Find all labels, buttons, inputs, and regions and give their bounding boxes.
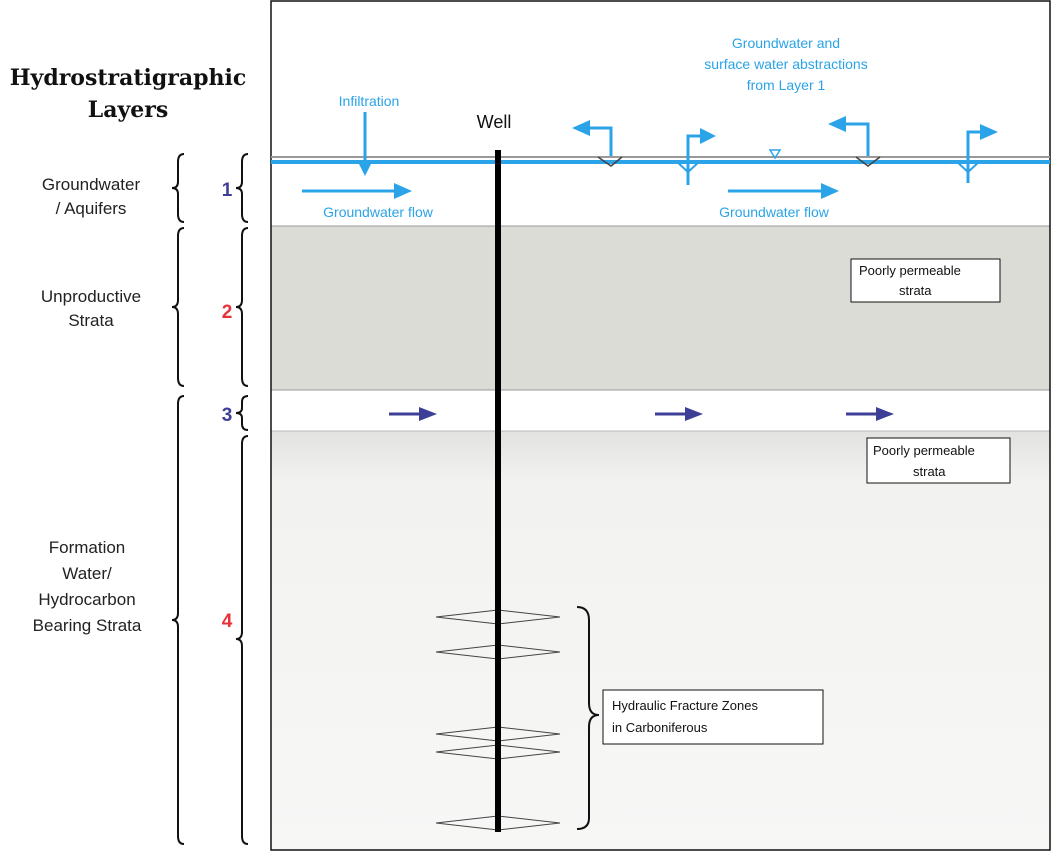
layer-3-flow-arrow <box>655 407 703 421</box>
fracture-zone <box>435 644 561 660</box>
abstractions-label-line-3: from Layer 1 <box>747 77 826 93</box>
abstraction-arrowhead <box>980 124 998 140</box>
diagram-frame <box>270 0 1051 851</box>
brace-layer-4 <box>235 435 249 845</box>
layer-number-1: 1 <box>222 180 233 201</box>
abstraction-arrowhead <box>572 120 590 136</box>
layer-1-label-line-2: / Aquifers <box>56 199 127 218</box>
abstractions-label-line-1: Groundwater and <box>732 35 840 51</box>
layer-2-band <box>271 226 1050 390</box>
fracture-zone <box>435 744 561 760</box>
infiltration-label: Infiltration <box>339 93 400 109</box>
layer-4-band <box>271 431 1050 850</box>
layer-3-flow-arrow <box>389 407 437 421</box>
layer-number-3: 3 <box>222 405 233 426</box>
layer-2-label-line-1: Unproductive <box>41 287 141 306</box>
brace-label-4 <box>171 395 185 845</box>
groundwater-flow-label-right: Groundwater flow <box>719 204 830 220</box>
fracture-zones-brace <box>576 606 600 830</box>
brace-layer-1 <box>235 153 249 223</box>
fracture-zones-box-line-2: in Carboniferous <box>612 720 708 735</box>
layer-4-label-line-4: Bearing Strata <box>33 616 142 635</box>
title-line-2: Layers <box>88 97 168 123</box>
layer-2-label-line-2: Strata <box>68 311 114 330</box>
layer-number-2: 2 <box>222 302 233 323</box>
groundwater-flow-arrowhead <box>821 183 839 199</box>
poorly-permeable-box-layer-4-line-2: strata <box>913 464 946 479</box>
brace-layer-3 <box>235 395 249 431</box>
layer-4-label-line-1: Formation <box>49 538 126 557</box>
layer-1-label-line-1: Groundwater <box>42 175 141 194</box>
stream-notch <box>597 156 623 167</box>
poorly-permeable-box-layer-4 <box>866 437 1011 484</box>
abstraction-arrowhead <box>700 128 716 144</box>
abstractions-label-line-2: surface water abstractions <box>704 56 867 72</box>
fracture-zone <box>435 726 561 742</box>
brace-label-2 <box>171 227 185 387</box>
brace-label-1 <box>171 153 185 223</box>
fracture-zones-box <box>602 689 824 745</box>
poorly-permeable-box-layer-4-line-1: Poorly permeable <box>873 443 975 458</box>
abstraction-arrow <box>846 122 870 156</box>
brace-layer-2 <box>235 227 249 387</box>
abstraction-arrow <box>588 126 613 156</box>
layer-4-label-line-2: Water/ <box>62 564 112 583</box>
fracture-zones-box-line-1: Hydraulic Fracture Zones <box>612 698 758 713</box>
stream-notch <box>855 156 881 167</box>
poorly-permeable-box-layer-2-line-1: Poorly permeable <box>859 263 961 278</box>
abstraction-arrowhead <box>828 116 846 132</box>
water-table-symbol <box>768 149 782 160</box>
poorly-permeable-box-layer-2-line-2: strata <box>899 283 932 298</box>
layer-3-flow-arrow <box>846 407 894 421</box>
abstraction-arrow <box>686 134 700 185</box>
groundwater-flow-arrowhead <box>394 183 412 199</box>
fracture-zone <box>435 815 561 831</box>
infiltration-arrowhead <box>357 160 373 176</box>
well-label: Well <box>477 112 512 132</box>
groundwater-flow-label-left: Groundwater flow <box>323 204 434 220</box>
layer-4-label-line-3: Hydrocarbon <box>38 590 135 609</box>
title-line-1: Hydrostratigraphic <box>10 65 247 91</box>
abstraction-arrow <box>966 130 980 183</box>
fracture-zone <box>435 609 561 625</box>
hydraulic-fracture-zones <box>435 609 561 831</box>
poorly-permeable-box-layer-2 <box>850 258 1001 303</box>
layer-number-4: 4 <box>222 611 233 632</box>
